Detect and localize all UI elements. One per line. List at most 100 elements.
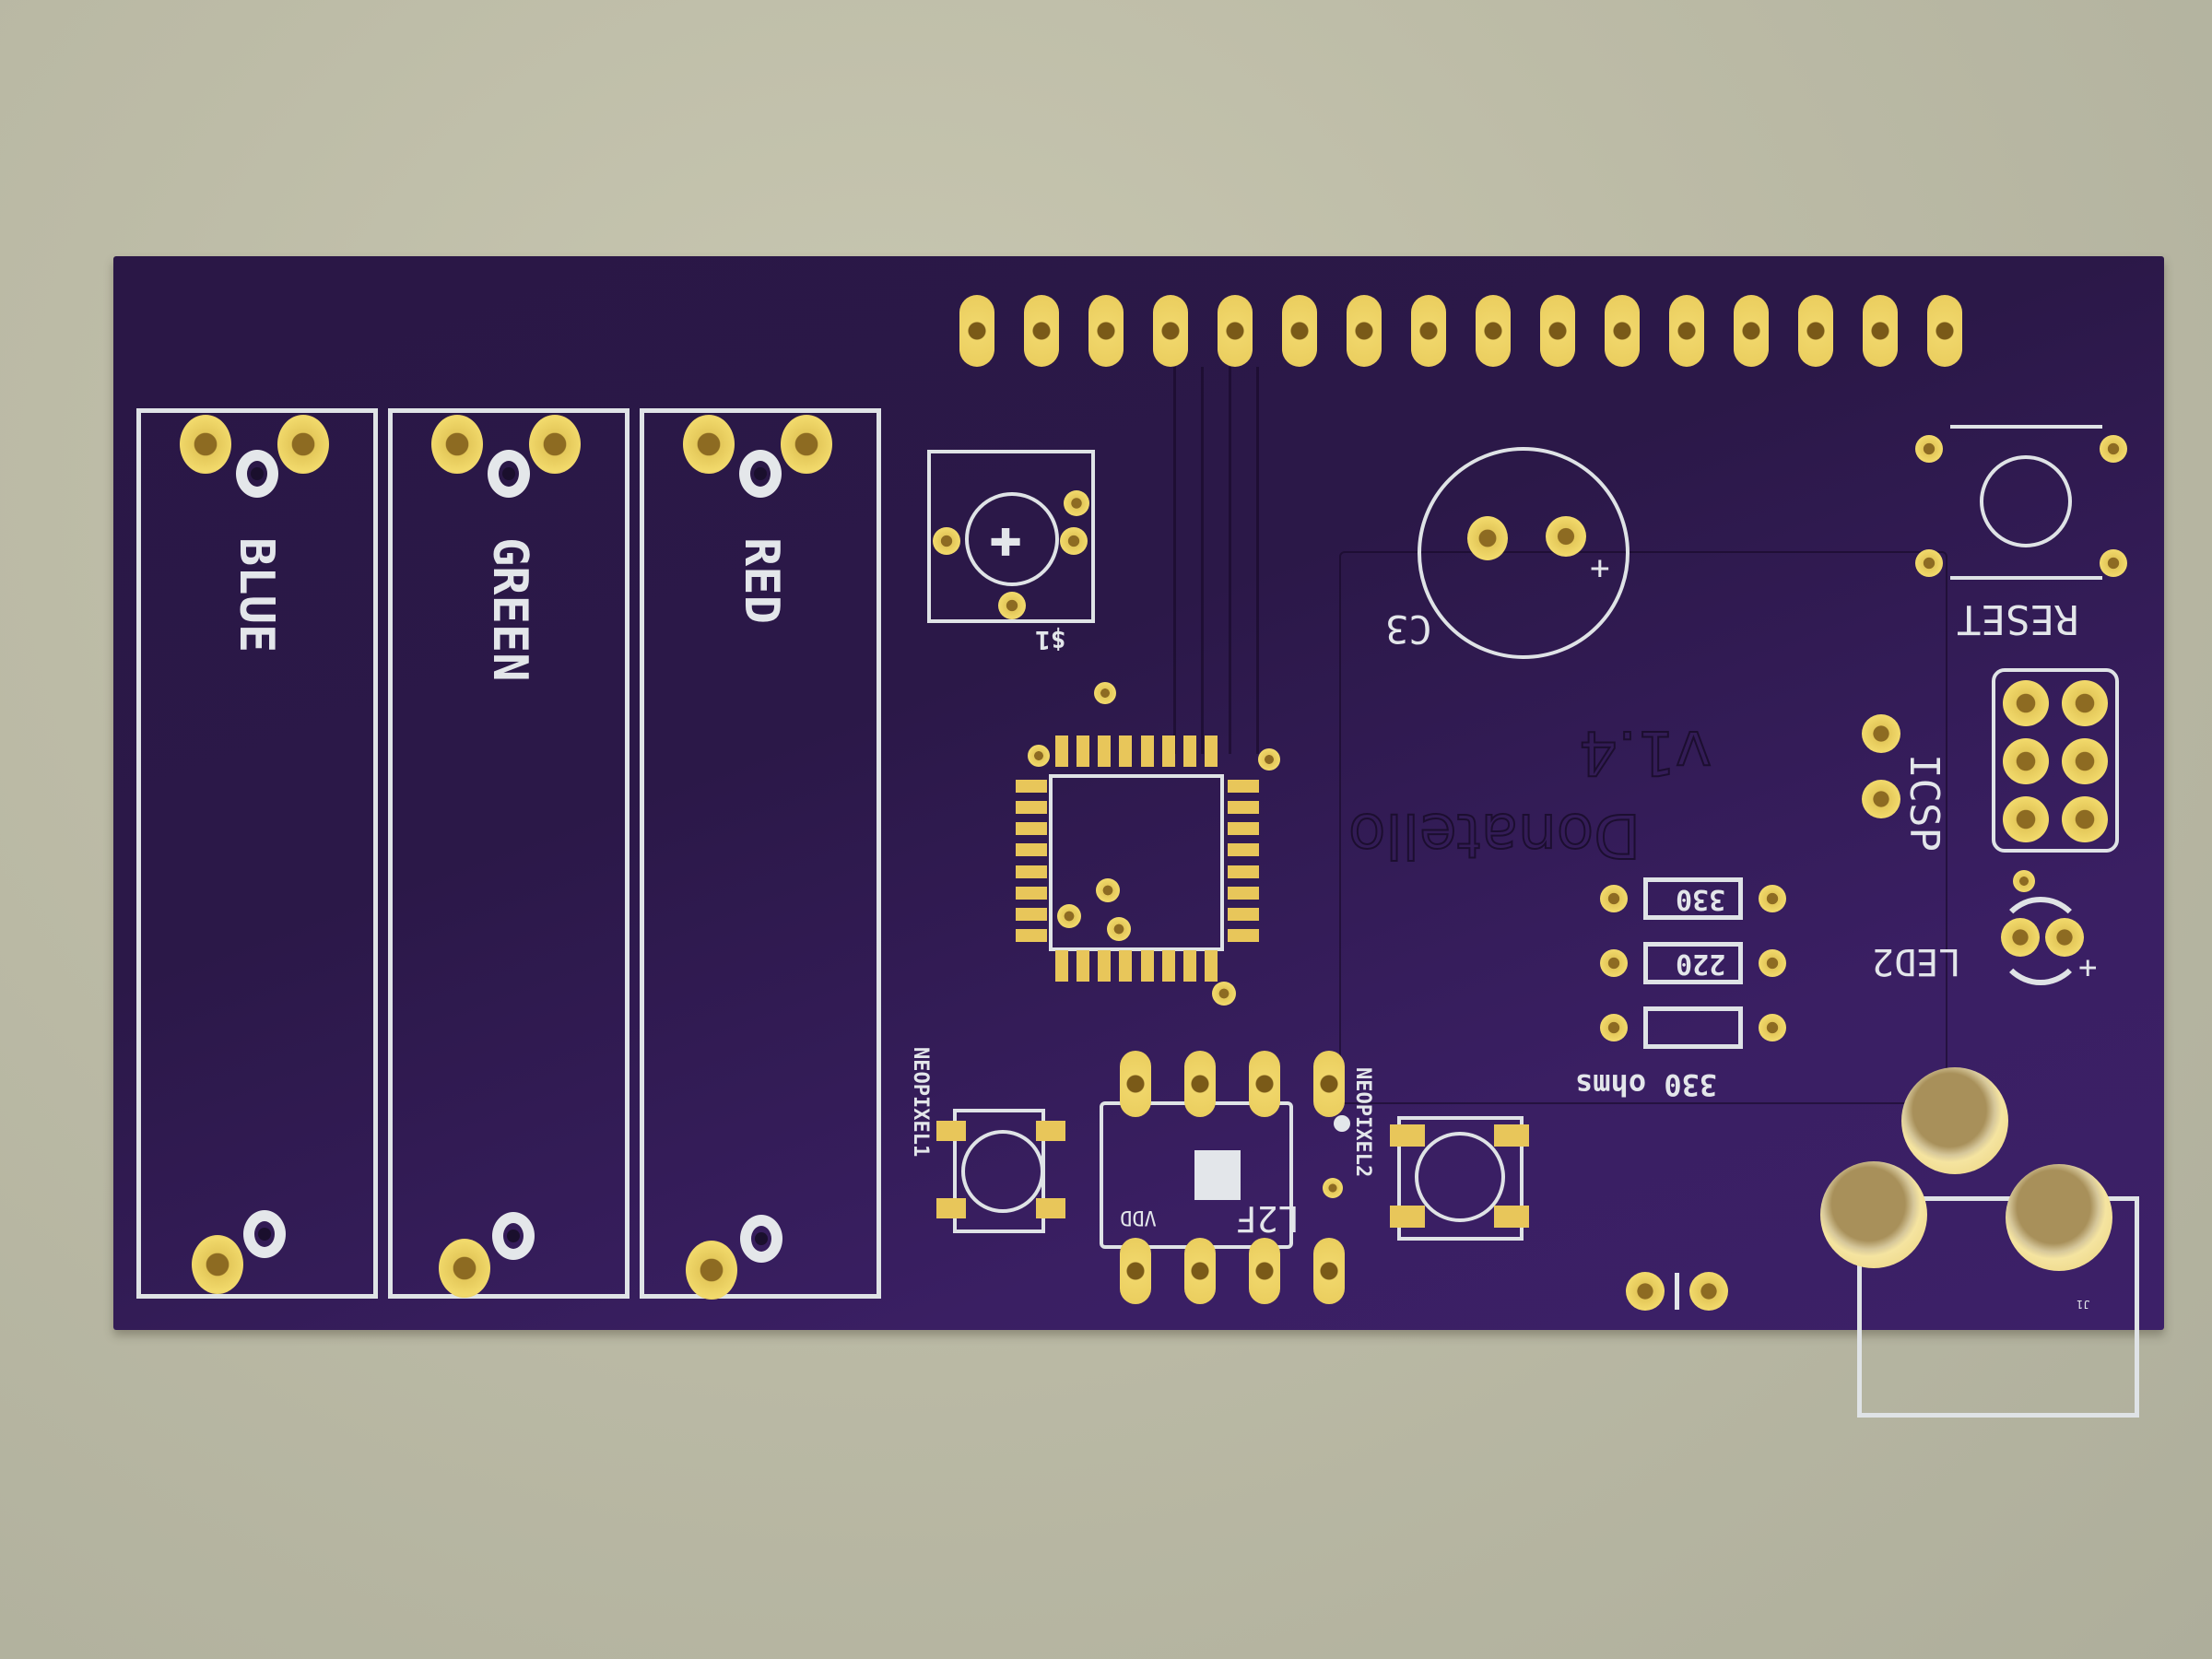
trace [1173,367,1176,754]
via [1094,682,1116,704]
channel-red-outline [640,408,881,1299]
resistor-pin [1759,1014,1786,1041]
header-pin [959,295,994,367]
neopixel1-pad [1036,1198,1065,1218]
neopixel2-outline [1397,1116,1524,1241]
potentiometer-cross-icon: ✚ [989,505,1023,570]
neopixel1-pad [1036,1121,1065,1141]
neopixel2-lens-icon [1415,1132,1505,1222]
led-label: LED2 [1872,940,1961,982]
pot-pin [998,592,1026,619]
led-pin [2001,918,2040,957]
header-pin [1153,295,1188,367]
capacitor-polarity: + [1590,549,1610,587]
header-pin [1863,295,1898,367]
reset-pin [2100,549,2127,577]
dip-pin [1184,1051,1216,1117]
channel-label-green: GREEN [482,537,537,682]
mounting-ring [492,1212,535,1260]
dip-pin [1249,1051,1280,1117]
header-pin [1669,295,1704,367]
potentiometer-knob-icon [965,492,1059,586]
dip-pin [1313,1051,1345,1117]
resistor-pin [1600,885,1628,912]
neopixel2-label: NEOPIXEL2 [1351,1067,1374,1178]
via [1258,748,1280,771]
neopixel1-lens-icon [961,1130,1044,1213]
header-pin [1927,295,1962,367]
chip-pads-left [1016,780,1047,942]
mounting-ring [236,450,278,498]
mounting-ring [740,1215,782,1263]
pot-pin [1064,490,1089,516]
resistor-pin [1759,949,1786,977]
power-jack-pin [2006,1164,2112,1271]
potentiometer-label: $1 [1035,625,1066,655]
channel-pad [277,415,329,474]
chip-outline [1049,774,1224,951]
icsp-label: ICSP [1900,754,1947,852]
mounting-ring [488,450,530,498]
neopixel2-pad [1494,1206,1529,1228]
channel-blue-outline [136,408,378,1299]
resistor-value: 330 [1676,883,1726,915]
channel-pad [781,415,832,474]
via [2013,870,2035,892]
channel-pad [180,415,231,474]
potentiometer-outline [927,450,1095,623]
via [1096,878,1120,902]
mounting-ring [243,1210,286,1258]
header-pin [1347,295,1382,367]
channel-label-red: RED [734,537,789,624]
icsp-pin [2003,680,2049,726]
resistor-bottom-label: 330 ohms [1575,1067,1718,1102]
led-polarity: + [2078,949,2098,986]
power-jack-pin [1820,1161,1927,1268]
power-jack-designator: J1 [2077,1298,2090,1311]
neopixel2-pad [1390,1124,1425,1147]
channel-pad [686,1241,737,1300]
header-pin [1605,295,1640,367]
channel-pad [431,415,483,474]
icsp-pin [2062,738,2108,784]
header-pin [1476,295,1511,367]
via [1028,745,1050,767]
neopixel1-label: NEOPIXEL1 [909,1047,932,1158]
dip-pin-label: VDD [1120,1206,1157,1229]
capacitor-pin [1467,516,1508,560]
resistor-outline [1643,942,1743,984]
header-pin [1411,295,1446,367]
power-jack-outline [1857,1196,2139,1418]
header-pin [1734,295,1769,367]
channel-pad [192,1235,243,1294]
reset-label: RESET [1957,595,2079,642]
led-pin [2045,918,2084,957]
reset-pin [2100,435,2127,463]
power-jack-pin [1901,1067,2008,1174]
capacitor-outline [1418,447,1630,659]
icsp-pin [2003,738,2049,784]
trace [1229,367,1231,754]
pcb-board: BLUE GREEN RED ✚ $1 [113,256,2164,1418]
chip-pads-top [1055,735,1218,767]
header-pin [1088,295,1124,367]
resistor-pin [1759,885,1786,912]
cap-divider [1675,1273,1679,1310]
channel-label-blue: BLUE [229,537,284,653]
capacitor-label: C3 [1385,606,1432,652]
resistor-pin [1600,949,1628,977]
pin1-marker-dot [1334,1115,1350,1132]
cap-pin [1626,1272,1665,1311]
header-pin [1218,295,1253,367]
icsp-pin [2003,796,2049,842]
via [1057,904,1081,928]
reset-button-outline [1950,425,2102,580]
neopixel1-pad [936,1198,966,1218]
mounting-ring [739,450,782,498]
resistor-outline [1643,877,1743,920]
dip-pin [1120,1051,1151,1117]
channel-pad [439,1239,490,1298]
pot-pin [1060,527,1088,555]
reset-pin [1915,549,1943,577]
dip-chip-label: L2F [1236,1198,1300,1239]
